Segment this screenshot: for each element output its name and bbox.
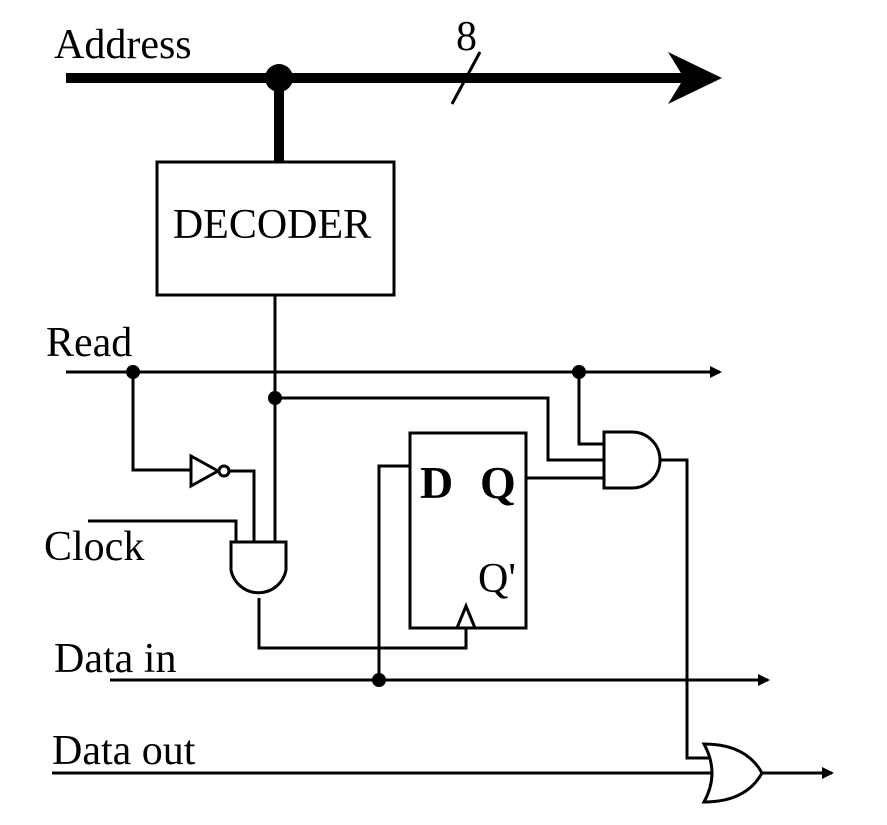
inverter-to-clock-and-wire: [229, 469, 256, 545]
data-out-line: Data out: [52, 728, 714, 775]
decoder-box: [155, 160, 396, 297]
address-bus-junction: [265, 64, 293, 92]
not-gate-bubble: [217, 464, 231, 478]
read-and-to-or-wire: [660, 458, 712, 760]
address-label: Address: [54, 22, 192, 68]
read-to-inverter-wire: [131, 372, 191, 472]
flip-flop-box: [408, 431, 528, 630]
or-gate: [701, 742, 764, 804]
data-in-line: Data in: [54, 636, 770, 687]
bus-width-label: 8: [456, 14, 477, 60]
read-line: Read: [46, 320, 722, 379]
clock-line-wire: [88, 519, 238, 545]
not-gate-body: [189, 453, 222, 489]
bus-width-slash: [450, 51, 482, 105]
read-to-read-and-wire: [577, 372, 604, 446]
and-to-ff-clock-wire: [257, 598, 468, 650]
decoder-label: DECODER: [173, 202, 371, 248]
decoder-block: DECODER: [155, 160, 396, 297]
address-bus-arrowhead: [668, 52, 722, 104]
address-bus: 8 Address: [54, 14, 722, 105]
ff-qbar-label: Q': [478, 556, 516, 602]
not-gate: [189, 453, 231, 489]
read-label: Read: [46, 320, 132, 366]
ff-clock-triangle: [455, 602, 477, 629]
data-in-to-d-wire: [377, 464, 410, 680]
d-flip-flop: D Q Q': [408, 431, 528, 630]
clock-label: Clock: [44, 524, 144, 570]
data-in-label: Data in: [54, 636, 176, 682]
decoder-to-read-and-wire: [275, 396, 604, 462]
data-in-junction: [372, 673, 386, 687]
clock-and-gate: [229, 540, 288, 595]
ff-d-label: D: [420, 457, 453, 508]
read-and-gate: [602, 430, 662, 490]
ff-q-label: Q: [480, 457, 516, 508]
data-out-label: Data out: [52, 728, 196, 774]
